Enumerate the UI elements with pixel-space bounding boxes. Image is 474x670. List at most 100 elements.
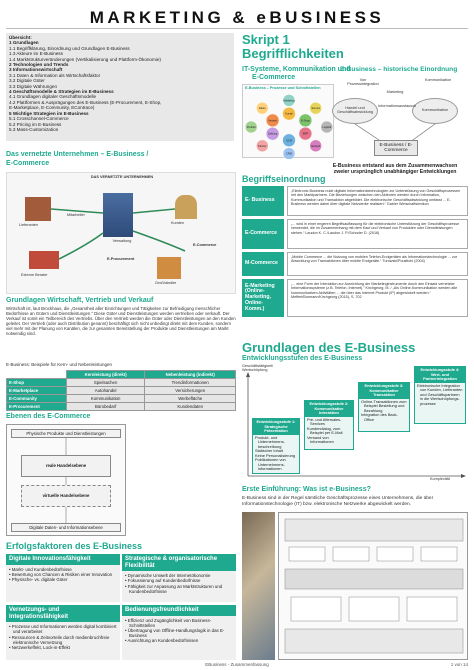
it-systeme-heading-1: IT-Systeme, Kommunikation und [242, 66, 351, 73]
erfolg-box-3: Vernetzungs- und Integrationsfähigkeit •… [6, 605, 120, 660]
toc-item: 3 Informationswirtschaft [9, 67, 63, 73]
vernetzte-label-mitarbeiter: Mitarbeiter [67, 213, 85, 217]
erfolg-item: • Übertragung von Offline-Handlungslogik… [125, 628, 233, 638]
historie-label-1: Von Prozessintegration [347, 78, 379, 87]
stage-4-items: Elektronische Integration von Kunden, Li… [417, 383, 463, 407]
process-bubble-label: Logistik [322, 125, 331, 129]
process-bubble-label: CRM [286, 152, 292, 156]
stages-y-label: Geschäftstätigkeit/ Wertschöpfung [242, 364, 274, 373]
bullet-icon: • [125, 628, 128, 633]
grundlagen-eb-subheading: Entwicklungsstufen des E-Business [242, 355, 363, 362]
bullet-icon: • [125, 573, 128, 579]
stage-item: Publikationen von Unternehmens-informati… [255, 457, 286, 471]
it-systeme-heading-2: E-Commerce [252, 74, 296, 81]
process-bubble-label: SCM [286, 138, 292, 142]
stage-item: Produkt- und Unternehmens-beschreibung [255, 434, 285, 449]
begriffs-heading: Begriffseinordnung [242, 174, 326, 184]
erfolg-item-text: Physische- vs. digitale Güter [11, 577, 68, 582]
col-kernleistung: Kernleistung (direkt) [65, 370, 146, 379]
toc-item: 1.4 Marktstrukturveränderungen (Vertikal… [9, 56, 161, 62]
cell-kernleistung: Kommunikation [65, 394, 146, 403]
erfolg-item-text: Dynamische Umwelt der Internetökonomie [127, 573, 211, 579]
begriff-row-emarketing: E-Marketing (Online-Marketing, Online-Ko… [242, 279, 468, 317]
it-architecture-diagram [278, 512, 468, 660]
cell-nebenleistung: Versicherungen [144, 386, 236, 395]
toc-item: 4.2 Plattformen & Ausprägungen des E-Bus… [9, 99, 162, 105]
vernetzte-label-lieferanten: Lieferanten [19, 223, 38, 227]
row-label: E-Procurement [6, 402, 67, 411]
store-icon [157, 257, 181, 279]
vernetzte-heading-2: E-Commerce [6, 160, 50, 167]
stage-item: Keine Personalisierung [255, 452, 296, 458]
begriff-text-mcommerce: „Mobile Commerce ... die Nutzung von mob… [287, 252, 468, 276]
ebene-virtuell: virtuelle Handelsebene [21, 485, 111, 507]
process-bubble [309, 101, 322, 115]
cell-nebenleistung: Werbefläche [144, 394, 236, 403]
begriff-text-ecommerce: „... wird in einer engeren Begriffsauffa… [287, 219, 468, 249]
toc-item: 4 Geschäftsmodelle & Strategien im E-Bus… [9, 89, 114, 95]
bullet-icon: • [9, 624, 12, 630]
row-label: E-Marketplace [6, 386, 67, 395]
bullet-icon: • [9, 577, 12, 582]
toc-item: 1.3 Akteure im E-Business [9, 51, 63, 57]
erfolg-item: • Netzwerkeffekt, Lock-in-Effekt [9, 645, 117, 650]
process-bubble-label: ERP [303, 132, 309, 136]
historie-arrows [354, 123, 436, 143]
bullet-icon: • [125, 583, 128, 589]
historie-label-6: Informationsaustausch [378, 104, 417, 108]
server-photo [242, 512, 275, 660]
ebenen-heading: Ebenen des E-Commerce [6, 413, 91, 420]
process-bubble [265, 126, 280, 141]
erfolg-item-text: Ausrichtung an Kundenbedürfnissen [127, 638, 199, 644]
historie-diagram: Von Prozessintegration Kommunikation Han… [322, 76, 468, 160]
vernetzte-label-kunden: Kunden [171, 221, 185, 225]
architecture-boxes [284, 518, 464, 654]
grundlagen-wv-heading: Grundlagen Wirtschaft, Vertrieb und Verk… [6, 297, 154, 304]
erfolg-box-2-title: Strategische & organisatorische Flexibil… [122, 554, 236, 572]
stage-2-title: Entwicklungsstufe 2: Kommunikative Inter… [305, 401, 353, 417]
building-icon [103, 193, 133, 237]
skript-title: Begrifflichkeiten [242, 46, 344, 61]
process-bubble [256, 101, 269, 115]
vernetzte-arrows [50, 208, 186, 260]
begriff-label-ecommerce: E-Commerce [242, 219, 284, 249]
stage-item: Integration des Back-Office [361, 412, 398, 422]
ebene-physisch: Physische Produkte und Dienstleistungen [11, 429, 121, 438]
begriff-row-ecommerce: E-Commerce „... wird in einer engeren Be… [242, 219, 468, 249]
process-bubble [309, 139, 322, 153]
toc-item: 1.1 Begriffklärung, Einordnung und Grund… [9, 45, 130, 51]
grundlagen-wv-text: Wirtschaft ist, laut Brockhaus, die „Ges… [6, 306, 236, 336]
page-title: MARKETING & eBUSINESS [89, 8, 385, 27]
stage-item: Versand von Informationen [307, 434, 334, 444]
process-bubble [298, 126, 313, 141]
begriff-text-emarketing: „... eine Form der Interaktion zur Ausri… [287, 279, 468, 317]
title-divider [6, 28, 468, 29]
vernetzte-diagram: DAS VERNETZTE UNTERNEHMEN Verwaltung Lie… [6, 172, 236, 294]
bullet-icon: • [125, 638, 128, 644]
erfolg-item: • Prozesse und Informationen werden digi… [9, 624, 117, 634]
historie-ellipse-right: Kommunikation [412, 98, 458, 124]
stage-item: Pre- und Aftersales-Services [307, 416, 342, 426]
stages-diagram: Geschäftstätigkeit/ Wertschöpfung Komple… [242, 364, 468, 482]
stage-2: Entwicklungsstufe 2: Kommunikative Inter… [304, 400, 354, 450]
factory-icon [25, 197, 51, 221]
toc-item: 3.1 Daten & Information als Wirtschaftsf… [9, 72, 101, 78]
truck-icon [29, 251, 59, 269]
erfolg-box-1: Digitale Innovationsfähigkeit • Markt- u… [6, 554, 120, 602]
stage-item: Online-Transaktionen zum Beispiel Bestel… [361, 398, 407, 413]
toc-item: 3.2 Digitale Güter [9, 78, 45, 84]
stage-item: Kundendialog, zum Beispiel per E-Mail [307, 425, 343, 435]
toc-item: 4.1 Grundlagen digitaler Geschäftsmodell… [9, 94, 97, 100]
erfolg-item-text: Fähigkeit zur Anpassung an Marktstruktur… [127, 583, 223, 594]
begriffs-table: E- Business „Electronic Business nutzt d… [242, 186, 468, 317]
historie-label-4: Marketing [386, 90, 404, 94]
vernetzte-label-eprocurement: E-Procurement [107, 257, 135, 261]
bullet-icon: • [125, 617, 128, 623]
toc-item: E-Marketplace, E-Community, EContrace) [9, 105, 95, 111]
row-label: E-Community [6, 394, 67, 403]
stage-1-title: Entwicklungsstufe 1: Strategische Präsen… [253, 419, 299, 435]
